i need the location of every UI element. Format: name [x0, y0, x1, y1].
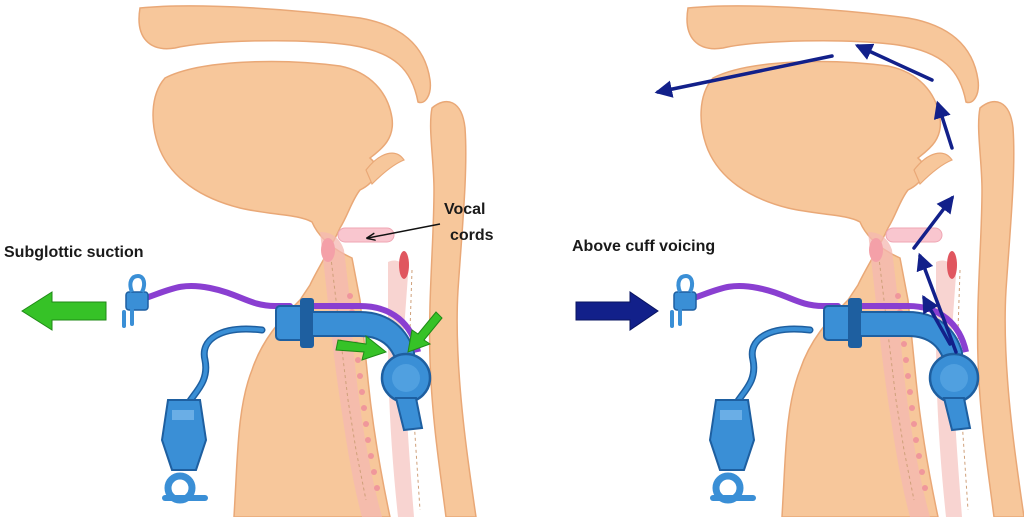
- arrow-path: [933, 100, 954, 150]
- right-panel: Above cuff voicing: [572, 5, 1024, 517]
- vocal-cords-label-line1: Vocal: [444, 201, 486, 218]
- arrow-path: [654, 54, 834, 98]
- left-arrow: [21, 291, 107, 331]
- vocal-cords-label-line2: cords: [450, 227, 494, 244]
- arrow-path: [922, 294, 952, 346]
- left-panel-title: Subglottic suction: [4, 244, 144, 261]
- left-arrow: [407, 311, 443, 353]
- arrow-path: [912, 195, 955, 250]
- arrow-path: [368, 223, 441, 238]
- left-panel: Subglottic suction Vocal cords: [4, 5, 494, 517]
- right-panel-title: Above cuff voicing: [572, 238, 715, 255]
- right-arrow: [575, 291, 659, 331]
- left-arrow: [335, 334, 388, 361]
- arrow-path: [854, 43, 934, 82]
